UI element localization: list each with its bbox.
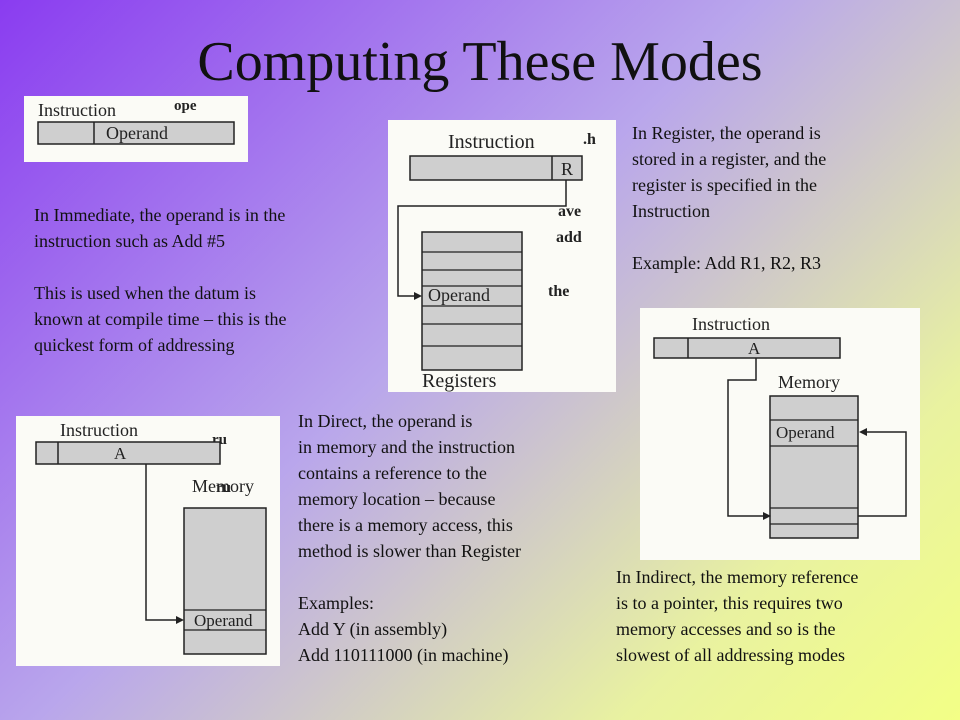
background-scan-text: the (548, 283, 569, 300)
indirect-memory-box (769, 395, 859, 539)
register-example: Example: Add R1, R2, R3 (632, 253, 821, 273)
background-scan-text: ope (174, 98, 197, 114)
immediate-operand-label: Operand (106, 123, 168, 143)
direct-text-line: contains a reference to the (298, 463, 487, 483)
direct-arrowhead (176, 616, 184, 624)
register-file-box (421, 231, 523, 371)
indirect-text-line: is to a pointer, this requires two (616, 593, 843, 613)
direct-text-line: memory location – because (298, 489, 496, 509)
register-text-line: register is specified in the (632, 175, 817, 195)
immediate-instruction-box (37, 121, 235, 145)
immediate-text-line: instruction such as Add #5 (34, 231, 225, 251)
register-diagram: .h ave add the Instruction R Operand Reg… (388, 120, 616, 392)
register-text-line: Instruction (632, 201, 710, 221)
register-description: In Register, the operand is stored in a … (632, 120, 942, 276)
direct-examples-label: Examples: (298, 593, 374, 613)
indirect-text-line: slowest of all addressing modes (616, 645, 845, 665)
direct-pointer-arrow (145, 464, 181, 621)
register-text-line: In Register, the operand is (632, 123, 821, 143)
direct-instruction-box (35, 441, 221, 465)
register-reg-label: R (561, 159, 573, 179)
immediate-text-line: In Immediate, the operand is in the (34, 205, 286, 225)
indirect-operand-label: Operand (776, 423, 835, 442)
indirect-arrowhead (763, 512, 771, 520)
indirect-memory-label: Memory (778, 372, 840, 392)
background-scan-text: .h (583, 131, 596, 148)
immediate-instruction-label: Instruction (38, 100, 116, 120)
indirect-text-line: In Indirect, the memory reference (616, 567, 859, 587)
direct-memory-label: Memory (192, 476, 254, 496)
indirect-pointer-arrow (858, 431, 907, 517)
indirect-description: In Indirect, the memory reference is to … (616, 564, 946, 668)
registers-label: Registers (422, 370, 497, 392)
direct-diagram: ru ru ed Instruction A Memory Operand (16, 416, 280, 666)
indirect-instruction-label: Instruction (692, 314, 770, 334)
background-scan-text: add (556, 229, 582, 246)
direct-text-line: In Direct, the operand is (298, 411, 473, 431)
background-scan-text: ave (558, 203, 581, 220)
direct-address-label: A (114, 444, 127, 463)
indirect-diagram: Instruction A Memory Operand (640, 308, 920, 560)
immediate-text-line: known at compile time – this is the (34, 309, 287, 329)
register-arrowhead (414, 292, 422, 300)
direct-operand-label: Operand (194, 611, 253, 630)
direct-text-line: there is a memory access, this (298, 515, 513, 535)
register-text-line: stored in a register, and the (632, 149, 827, 169)
direct-text-line: method is slower than Register (298, 541, 521, 561)
direct-example: Add 110111000 (in machine) (298, 645, 509, 665)
register-pointer-arrow (397, 180, 567, 297)
direct-instruction-label: Instruction (60, 420, 138, 440)
register-instruction-box (409, 155, 583, 181)
immediate-diagram: ope Instruction Operand (24, 96, 248, 162)
direct-memory-box (183, 507, 267, 655)
indirect-pointer-arrowhead (859, 428, 867, 436)
register-operand-label: Operand (428, 285, 490, 305)
direct-example: Add Y (in assembly) (298, 619, 448, 639)
immediate-text-line: This is used when the datum is (34, 283, 256, 303)
indirect-first-arrow (727, 358, 768, 517)
direct-text-line: in memory and the instruction (298, 437, 515, 457)
register-instruction-label: Instruction (448, 131, 535, 153)
slide-title: Computing These Modes (197, 31, 763, 93)
background-scan-text: ru (216, 480, 231, 496)
indirect-text-line: memory accesses and so is the (616, 619, 836, 639)
immediate-description: In Immediate, the operand is in the inst… (34, 202, 384, 358)
indirect-address-label: A (748, 339, 761, 358)
immediate-text-line: quickest form of addressing (34, 335, 235, 355)
direct-description: In Direct, the operand is in memory and … (298, 408, 608, 668)
indirect-instruction-box (653, 337, 841, 359)
